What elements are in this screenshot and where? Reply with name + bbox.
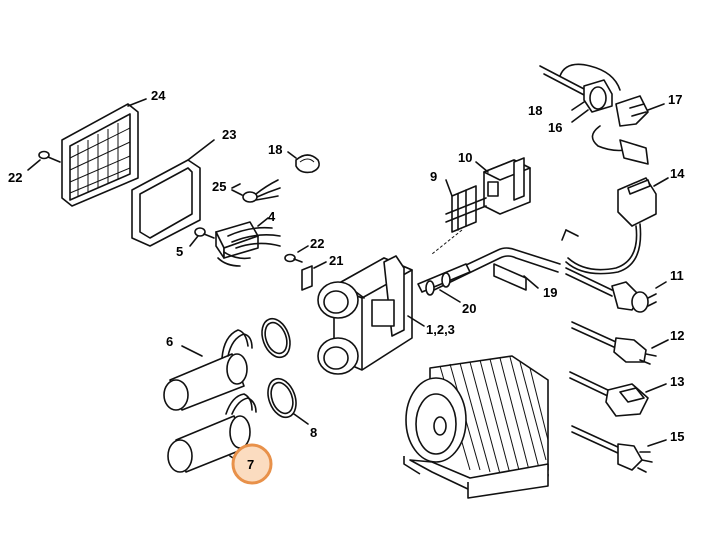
part-11-cord[interactable] <box>565 267 667 313</box>
part-5-screw[interactable] <box>189 227 215 247</box>
callout-12[interactable]: 12 <box>670 328 684 343</box>
callout-labels: 24 23 22 18 25 4 5 22 21 10 9 18 16 17 1… <box>8 88 685 444</box>
part-18-clip[interactable] <box>287 151 320 174</box>
callout-17[interactable]: 17 <box>668 92 682 107</box>
part-21-clip[interactable] <box>301 261 327 291</box>
callout-5[interactable]: 5 <box>176 244 183 259</box>
callout-16[interactable]: 16 <box>548 120 562 135</box>
callout-11[interactable]: 11 <box>670 268 684 283</box>
callout-14[interactable]: 14 <box>670 166 685 181</box>
callout-8[interactable]: 8 <box>310 425 317 440</box>
callout-22-right[interactable]: 22 <box>310 236 324 251</box>
part-25-wire-connector[interactable] <box>231 179 281 203</box>
part-7-capacitor[interactable] <box>167 393 257 473</box>
callout-13[interactable]: 13 <box>670 374 684 389</box>
callout-23[interactable]: 23 <box>222 127 236 142</box>
part-22-screw-right[interactable] <box>284 245 309 263</box>
callout-20[interactable]: 20 <box>462 301 476 316</box>
callout-10[interactable]: 10 <box>458 150 472 165</box>
part-8-o-rings[interactable] <box>257 315 309 425</box>
part-9-bracket[interactable] <box>445 179 487 233</box>
callout-22-left[interactable]: 22 <box>8 170 22 185</box>
callout-19[interactable]: 19 <box>543 285 557 300</box>
motor-assembly[interactable] <box>403 355 549 499</box>
part-19-handle-rod[interactable] <box>429 247 561 291</box>
part-23-gasket[interactable] <box>131 139 215 247</box>
part-18-16-17-plug-set[interactable] <box>539 63 665 165</box>
callout-7-highlight[interactable]: 7 <box>231 443 273 485</box>
part-24-grille[interactable] <box>61 98 147 207</box>
highlight-ring <box>231 443 273 485</box>
callout-25[interactable]: 25 <box>212 179 226 194</box>
callout-18-plug[interactable]: 18 <box>528 103 542 118</box>
part-22-screw-left[interactable] <box>27 150 61 171</box>
callout-9[interactable]: 9 <box>430 169 437 184</box>
part-4-terminal-block[interactable] <box>215 217 281 267</box>
callout-7[interactable]: 7 <box>247 457 254 472</box>
part-14-plug-cable[interactable] <box>561 177 669 275</box>
callout-21[interactable]: 21 <box>329 253 343 268</box>
callout-6[interactable]: 6 <box>166 334 173 349</box>
part-15-cord[interactable] <box>571 425 667 473</box>
part-10-switch[interactable] <box>475 157 531 215</box>
part-1-2-3-housing[interactable] <box>317 255 425 375</box>
part-12-cord[interactable] <box>571 321 669 365</box>
callout-4[interactable]: 4 <box>268 209 276 224</box>
callout-18-clip[interactable]: 18 <box>268 142 282 157</box>
callout-15[interactable]: 15 <box>670 429 684 444</box>
callout-1-2-3[interactable]: 1,2,3 <box>426 322 455 337</box>
part-20-shaft[interactable] <box>417 263 471 303</box>
leader-lines <box>231 183 241 189</box>
part-13-cord[interactable] <box>569 371 667 417</box>
part-6-capacitor[interactable] <box>163 329 253 411</box>
callout-24[interactable]: 24 <box>151 88 166 103</box>
